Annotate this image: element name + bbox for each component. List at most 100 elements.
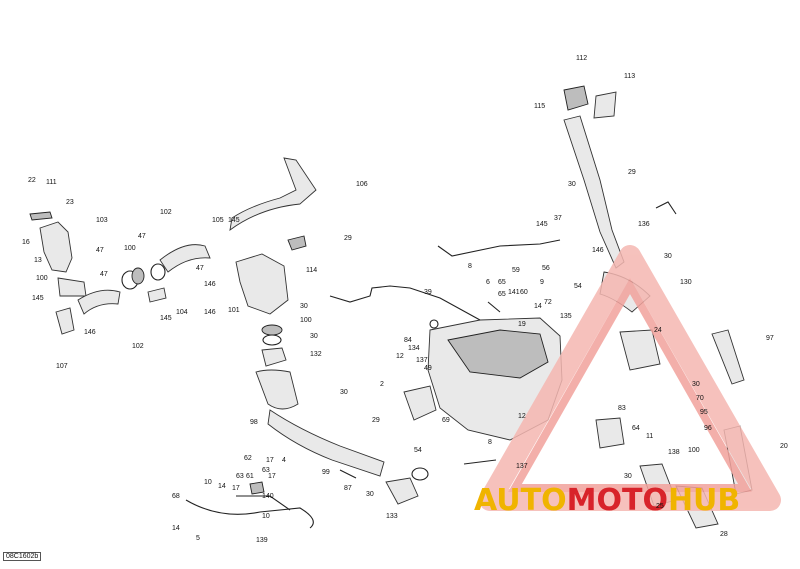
clamp-100 [261, 324, 283, 336]
callout-label: 97 [766, 335, 774, 342]
callout-label: 145 [228, 217, 240, 224]
callout-label: 39 [424, 289, 432, 296]
callout-label: 30 [692, 381, 700, 388]
snorkel-115 [563, 115, 625, 269]
callout-label: 19 [518, 321, 526, 328]
hose-136 [655, 201, 677, 215]
callout-label: 106 [356, 181, 368, 188]
callout-label: 29 [372, 417, 380, 424]
bolt-8b [463, 459, 497, 465]
callout-label: 17 [268, 473, 276, 480]
intake-adapter [39, 221, 73, 273]
callout-label: 98 [250, 419, 258, 426]
callout-label: 14 [218, 483, 226, 490]
callout-label: 24 [654, 327, 662, 334]
duct-132 [261, 347, 287, 367]
callout-label: 11 [646, 433, 653, 440]
duct-97 [711, 329, 745, 385]
callout-label: 54 [414, 447, 422, 454]
bracket-104 [147, 287, 167, 303]
throttle-body [619, 329, 661, 371]
duct-99 [267, 409, 385, 477]
callout-label: 61 [246, 473, 254, 480]
callout-label: 111 [46, 179, 57, 186]
engine-cover [447, 329, 549, 379]
callout-label: 56 [542, 265, 550, 272]
cap-112 [563, 85, 589, 111]
engine-assembly [329, 239, 563, 465]
callout-label: 29 [344, 235, 352, 242]
callout-label: 146 [84, 329, 96, 336]
sensor-39 [429, 319, 439, 329]
callout-label: 28 [720, 531, 728, 538]
callout-label: 137 [516, 463, 528, 470]
callout-label: 12 [518, 413, 526, 420]
callout-label: 134 [408, 345, 420, 352]
callout-label: 96 [704, 425, 712, 432]
callout-label: 30 [340, 389, 348, 396]
cover-113 [593, 91, 617, 119]
callout-label: 16 [22, 239, 30, 246]
callout-label: 4 [282, 457, 286, 464]
callout-label: 54 [574, 283, 582, 290]
callout-label: 139 [256, 537, 268, 544]
callout-label: 72 [544, 299, 552, 306]
bracket-114 [287, 235, 307, 251]
callout-label: 25 [656, 503, 664, 510]
cable-40 [437, 239, 561, 257]
wire-harness [329, 285, 481, 321]
callout-label: 62 [244, 455, 252, 462]
lower-harness [185, 481, 314, 529]
watermark [479, 245, 781, 511]
harness-140 [236, 495, 291, 511]
callout-label: 49 [424, 365, 432, 372]
callout-label: 130 [680, 279, 692, 286]
clamp-30 [262, 334, 282, 346]
left-intake-assembly [29, 157, 317, 335]
watermark-triangle [479, 245, 781, 511]
callout-label: 30 [310, 333, 318, 340]
callout-label: 84 [404, 337, 412, 344]
callout-label: 2 [380, 381, 384, 388]
callout-label: 64 [632, 425, 640, 432]
bolt-8a [487, 301, 501, 313]
callout-label: 47 [196, 265, 204, 272]
callout-label: 69 [442, 417, 450, 424]
callout-label: 30 [300, 303, 308, 310]
callout-label: 100 [688, 447, 700, 454]
callout-label: 145 [536, 221, 548, 228]
callout-label: 20 [780, 443, 788, 450]
callout-label: 10 [204, 479, 212, 486]
callout-label: 146 [204, 309, 216, 316]
callout-label: 99 [322, 469, 330, 476]
guard-69 [403, 385, 437, 421]
callout-label: 115 [534, 103, 545, 110]
callout-label: 95 [700, 409, 708, 416]
callout-label: 13 [34, 257, 42, 264]
callout-label: 29 [628, 169, 636, 176]
callout-label: 140 [262, 493, 274, 500]
callout-label: 47 [96, 247, 104, 254]
callout-label: 10 [262, 513, 270, 520]
callout-label: 47 [100, 271, 108, 278]
callout-label: 22 [28, 177, 36, 184]
part-83 [595, 417, 625, 449]
callout-label: 145 [32, 295, 44, 302]
callout-label: 145 [160, 315, 172, 322]
seal-ring [131, 267, 145, 285]
resonator-101 [235, 253, 289, 315]
callout-label: 103 [96, 217, 108, 224]
callout-label: 70 [696, 395, 704, 402]
callout-label: 30 [568, 181, 576, 188]
callout-label: 65 [498, 279, 506, 286]
bracket-107 [55, 307, 75, 335]
callout-label: 30 [366, 491, 374, 498]
callout-label: 87 [344, 485, 352, 492]
callout-label: 23 [66, 199, 74, 206]
duct-106 [229, 157, 317, 232]
callout-label: 112 [576, 55, 587, 62]
callout-label: 146 [592, 247, 604, 254]
clamp-54 [411, 467, 429, 481]
callout-label: 68 [172, 493, 180, 500]
